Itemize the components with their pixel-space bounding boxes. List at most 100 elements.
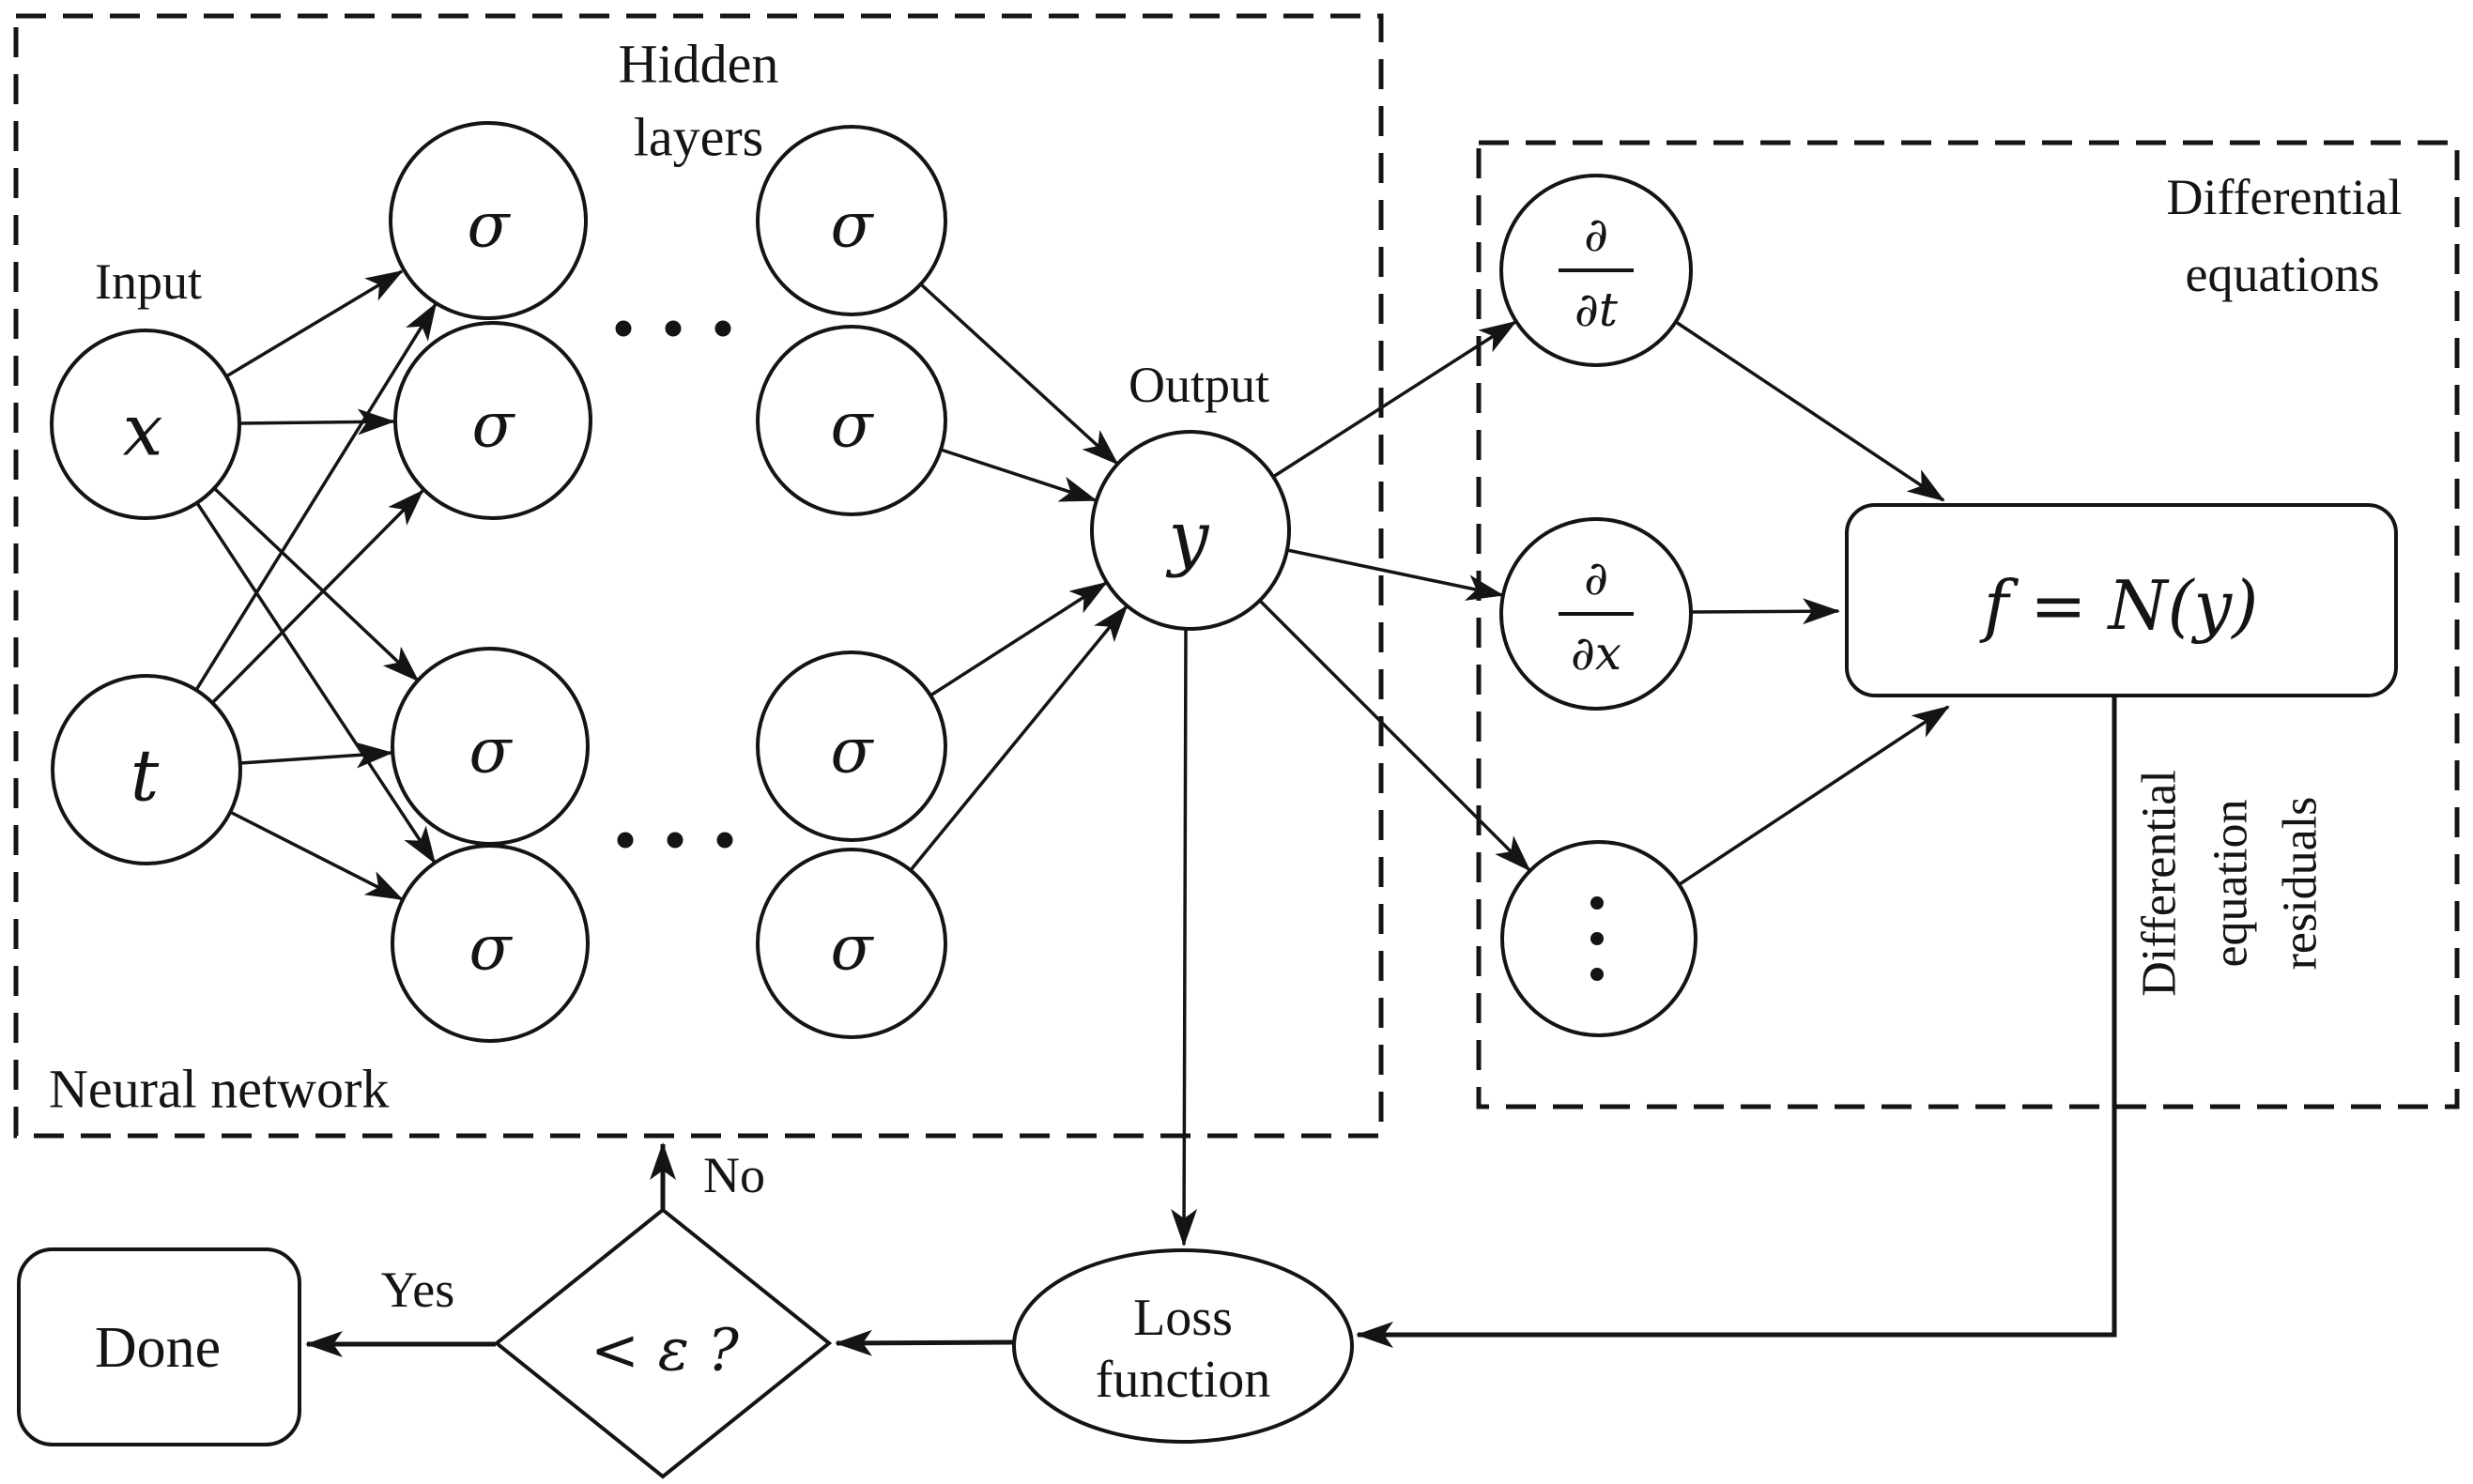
residual-expression: f = N(y) bbox=[1979, 566, 2259, 645]
input-label: Input bbox=[95, 253, 202, 310]
hidden-node-circle bbox=[756, 125, 947, 316]
hidden-node-circle bbox=[393, 321, 592, 520]
ellipsis-dot bbox=[665, 320, 682, 337]
hidden-node-sigma: σ bbox=[468, 715, 513, 788]
vertical-ellipsis-dot bbox=[1590, 932, 1604, 945]
arrow-ddt-to-residual bbox=[1675, 320, 1945, 502]
neural-network-label: Neural network bbox=[49, 1059, 389, 1120]
differential-equations-label-line2: equations bbox=[2186, 246, 2380, 302]
decision-label: < ε ? bbox=[591, 1316, 740, 1385]
input-node-x-circle bbox=[50, 329, 241, 520]
arrow-t-to-h1 bbox=[194, 302, 438, 691]
hidden-node-sigma: σ bbox=[830, 390, 874, 462]
arrow-residual-to-loss bbox=[1356, 696, 2117, 1348]
arrow-x-to-h4 bbox=[195, 502, 437, 864]
neural-network-box: Neural network Hidden layers Input Outpu… bbox=[13, 13, 1384, 1139]
input-to-hidden-arrows bbox=[194, 269, 438, 901]
hidden-layers-ellipsis-bottom bbox=[617, 832, 733, 849]
hidden-node-sigma: σ bbox=[467, 190, 511, 262]
arrow-y-to-ddx bbox=[1286, 548, 1504, 601]
output-node-y: y bbox=[1090, 430, 1291, 631]
hidden-layer-2: σ σ σ σ bbox=[756, 125, 947, 1039]
arrow-h1-to-y bbox=[919, 283, 1119, 466]
input-node-x-label: x bbox=[123, 389, 163, 472]
arrow-x-to-h3 bbox=[212, 486, 420, 682]
arrow-t-to-h2 bbox=[210, 489, 424, 705]
hidden-node-circle bbox=[756, 325, 947, 516]
hidden-node-circle bbox=[756, 650, 947, 842]
ellipsis-dot bbox=[716, 832, 733, 849]
input-node-t-circle bbox=[51, 674, 242, 865]
hidden-node-sigma: σ bbox=[830, 715, 874, 788]
loss-ellipse bbox=[1012, 1248, 1354, 1444]
ellipsis-dot bbox=[615, 320, 632, 337]
flow-arrows bbox=[305, 629, 2117, 1357]
arrow-t-to-h3 bbox=[239, 742, 393, 769]
arrow-h4-to-y bbox=[909, 604, 1129, 872]
residual-box-rect bbox=[1845, 503, 2398, 697]
ddx-denominator: ∂x bbox=[1571, 626, 1621, 681]
residual-box: f = N(y) bbox=[1845, 503, 2398, 697]
differential-equations-border bbox=[1476, 140, 2460, 1109]
hidden-layers-ellipsis-top bbox=[615, 320, 731, 337]
residuals-caption-line1: Differential bbox=[2133, 770, 2187, 997]
no-label: No bbox=[703, 1147, 765, 1203]
ellipsis-dot bbox=[667, 832, 684, 849]
arrow-x-to-h1 bbox=[225, 269, 404, 378]
hidden-to-output-arrows bbox=[909, 283, 1129, 872]
differential-equations-label-line1: Differential bbox=[2167, 169, 2403, 225]
hidden-layers-label-line2: layers bbox=[634, 107, 764, 168]
output-node-y-circle bbox=[1090, 430, 1291, 631]
arrow-loss-to-decision bbox=[835, 1329, 1014, 1356]
ellipsis-dot bbox=[714, 320, 731, 337]
loss-label-line2: function bbox=[1096, 1351, 1271, 1409]
hidden-layers-label-line1: Hidden bbox=[619, 34, 779, 95]
input-node-t: t bbox=[51, 674, 242, 865]
output-node-y-label: y bbox=[1166, 496, 1210, 579]
hidden-layer-1: σ σ σ σ bbox=[389, 121, 592, 1043]
input-node-t-label: t bbox=[131, 734, 160, 818]
ddt-numerator: ∂ bbox=[1584, 207, 1608, 262]
arrow-t-to-h4 bbox=[229, 810, 404, 901]
input-node-x: x bbox=[50, 329, 241, 520]
residuals-caption-line3: residuals bbox=[2274, 797, 2327, 971]
decision-node: < ε ? bbox=[493, 1207, 833, 1479]
vertical-ellipsis-dot bbox=[1590, 896, 1604, 910]
derivative-to-residual-arrows bbox=[1675, 320, 1950, 886]
hidden-node-circle bbox=[391, 844, 590, 1043]
ddt-denominator: ∂t bbox=[1574, 283, 1619, 337]
ddx-numerator: ∂ bbox=[1584, 551, 1608, 605]
arrow-h3-to-y bbox=[929, 581, 1108, 697]
ddx-node: ∂ ∂x bbox=[1499, 517, 1693, 711]
differential-equations-box: Differential equations bbox=[1476, 140, 2460, 1109]
arrow-h2-to-y bbox=[940, 448, 1098, 502]
decision-diamond bbox=[493, 1207, 833, 1479]
done-node: Done bbox=[17, 1247, 301, 1446]
hidden-node-sigma: σ bbox=[830, 912, 874, 985]
yes-label: Yes bbox=[381, 1262, 455, 1318]
hidden-node-sigma: σ bbox=[471, 390, 515, 462]
arrow-x-to-h2 bbox=[238, 408, 395, 436]
done-label: Done bbox=[95, 1316, 221, 1380]
more-derivatives-node bbox=[1500, 840, 1697, 1037]
arrow-more-to-residual bbox=[1679, 705, 1950, 886]
residuals-caption-line2: equation bbox=[2204, 799, 2258, 967]
hidden-node-sigma: σ bbox=[830, 190, 874, 262]
output-label: Output bbox=[1129, 357, 1269, 413]
ddt-node: ∂ ∂t bbox=[1499, 174, 1693, 367]
loss-node: Loss function bbox=[1012, 1248, 1354, 1444]
residuals-caption: Differential equation residuals bbox=[2133, 770, 2327, 997]
arrow-y-to-more bbox=[1258, 599, 1531, 872]
ellipsis-dot bbox=[617, 832, 634, 849]
arrow-y-to-loss bbox=[1171, 629, 1198, 1247]
done-box bbox=[17, 1247, 301, 1446]
output-to-derivative-arrows bbox=[1258, 320, 1531, 872]
neural-network-border bbox=[13, 13, 1384, 1139]
loss-label-line1: Loss bbox=[1133, 1289, 1233, 1347]
arrow-ddx-to-residual bbox=[1691, 598, 1840, 625]
vertical-ellipsis-dot bbox=[1590, 968, 1604, 981]
hidden-node-circle bbox=[756, 848, 947, 1039]
hidden-node-sigma: σ bbox=[468, 912, 513, 985]
